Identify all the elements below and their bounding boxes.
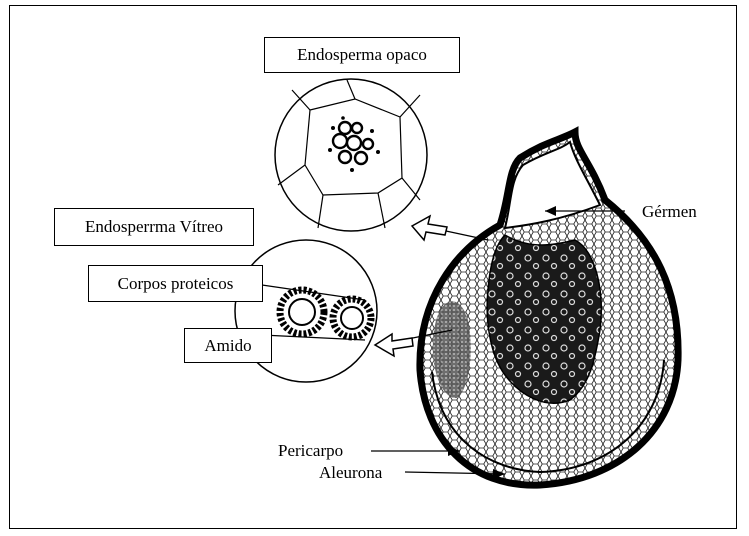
opaque-endosperm-detail xyxy=(275,79,427,231)
label-corpos-proteicos: Corpos proteicos xyxy=(88,265,263,302)
label-pericarpo: Pericarpo xyxy=(278,441,343,461)
kernel xyxy=(420,132,678,485)
label-amido: Amido xyxy=(184,328,272,363)
label-germen: Gérmen xyxy=(642,202,697,222)
label-aleurona: Aleurona xyxy=(319,463,382,483)
label-endosperma-opaco: Endosperma opaco xyxy=(264,37,460,73)
label-endosperma-vitreo: Endosperrma Vítreo xyxy=(54,208,254,246)
